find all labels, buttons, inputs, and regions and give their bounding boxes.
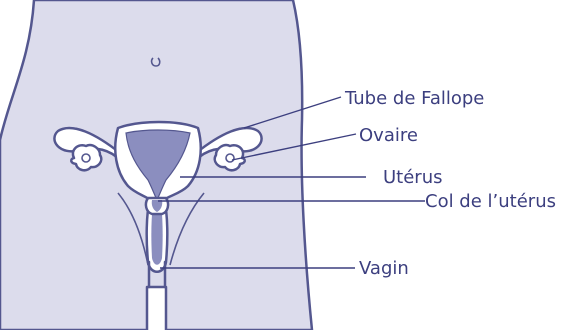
label-uterus: Utérus	[383, 167, 443, 188]
ovary-left	[71, 145, 101, 170]
label-ovary: Ovaire	[359, 125, 418, 146]
label-fallopian-tube: Tube de Fallope	[344, 88, 484, 109]
label-vagina: Vagin	[359, 258, 409, 279]
label-cervix: Col de l’utérus	[425, 191, 556, 212]
